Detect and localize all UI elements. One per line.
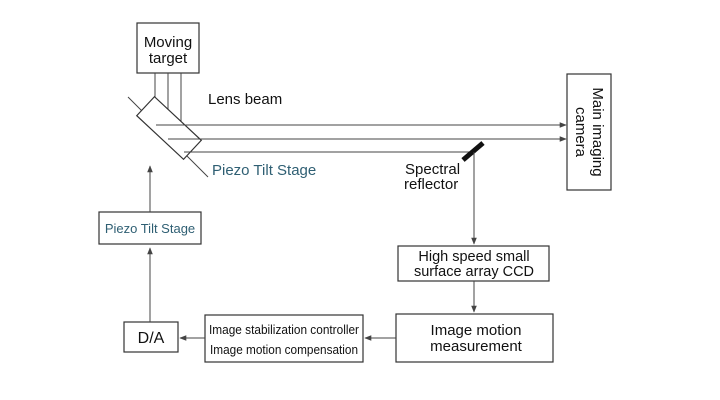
tilt-mirror [127, 95, 209, 178]
image-motion-measurement-box: Image motion measurement [395, 313, 554, 363]
da-label: D/A [138, 330, 165, 347]
moving-target-box: Moving target [136, 22, 200, 74]
spectral-reflector-label-line2: reflector [404, 176, 458, 193]
main-imaging-camera-label-line1: Main imaging [589, 87, 606, 176]
ccd-label-line1: High speed small [418, 249, 529, 265]
main-imaging-camera-box: Main imaging camera [566, 73, 612, 191]
piezo-tilt-stage-box-label: Piezo Tilt Stage [105, 221, 195, 236]
controller-label-line2: Image motion compensation [210, 343, 358, 357]
measurement-label-line2: measurement [430, 338, 523, 355]
beams-to-camera [156, 122, 567, 153]
piezo-tilt-stage-box: Piezo Tilt Stage [98, 211, 202, 245]
high-speed-ccd-box: High speed small surface array CCD [397, 245, 550, 282]
main-imaging-camera-label-line2: camera [572, 107, 589, 158]
measurement-label-line1: Image motion [431, 322, 522, 339]
ccd-label-line2: surface array CCD [414, 264, 534, 280]
spectral-reflector-label-line1: Spectral [405, 161, 460, 178]
moving-target-label-line2: target [149, 50, 188, 67]
piezo-tilt-stage-mirror-label: Piezo Tilt Stage [212, 162, 316, 179]
da-converter-box: D/A [123, 321, 179, 353]
spectral-reflector: Spectral reflector [404, 141, 485, 193]
lens-beam-label: Lens beam [208, 91, 282, 108]
moving-target-label-line1: Moving [144, 34, 192, 51]
controller-label-line1: Image stabilization controller [209, 323, 359, 337]
stabilization-controller-box: Image stabilization controller Image mot… [204, 314, 364, 363]
